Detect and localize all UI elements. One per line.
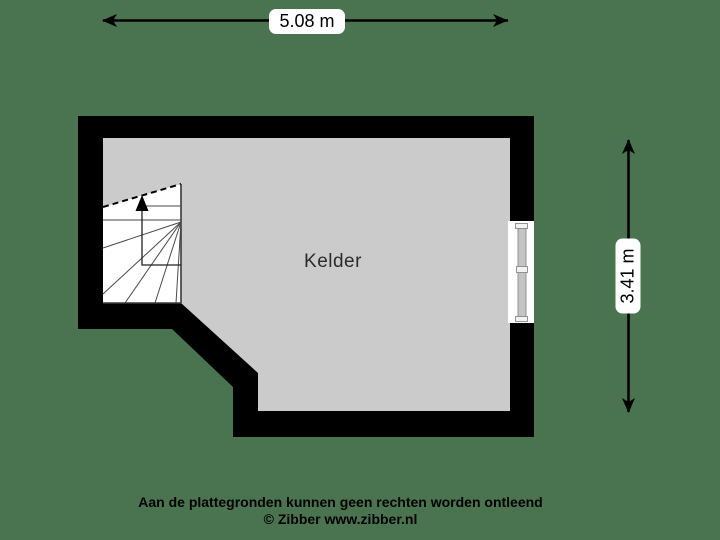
copyright-text: © Zibber www.zibber.nl <box>263 511 418 527</box>
stair-up-arrow-icon <box>135 195 149 211</box>
stair-walking-line <box>141 209 181 266</box>
footer: Aan de plattegronden kunnen geen rechten… <box>0 494 681 528</box>
width-dimension-label: 5.08 m <box>269 9 345 34</box>
disclaimer-text: Aan de plattegronden kunnen geen rechten… <box>138 494 543 510</box>
floor-area <box>103 138 510 411</box>
staircase <box>102 183 182 304</box>
window-cap-bottom <box>515 316 528 322</box>
window-cap-middle <box>516 266 528 273</box>
window-cap-top <box>515 223 528 229</box>
arrow-head-right-icon <box>493 14 508 27</box>
room-label: Kelder <box>304 251 362 272</box>
arrow-head-top-icon <box>622 139 635 154</box>
arrow-head-bottom-icon <box>622 398 635 413</box>
arrow-head-left-icon <box>102 14 117 27</box>
stair-treads <box>102 205 182 304</box>
height-dimension-label: 3.41 m <box>615 238 641 314</box>
window <box>508 221 534 323</box>
